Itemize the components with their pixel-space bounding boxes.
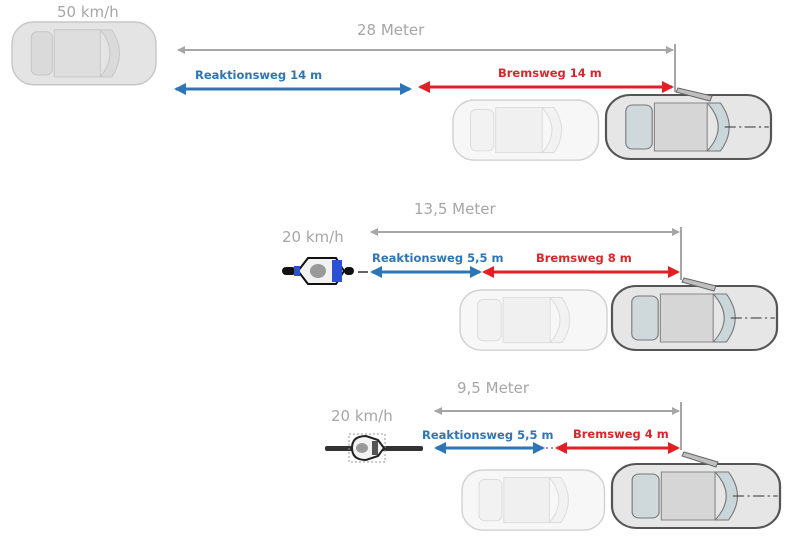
parked-car-icon-1 — [604, 93, 773, 161]
reaction-label-2: Reaktionsweg 5,5 m — [372, 251, 504, 265]
braking-label-1: Bremsweg 14 m — [498, 66, 602, 80]
total-distance-label-1: 28 Meter — [357, 21, 425, 39]
reaction-label-1: Reaktionsweg 14 m — [195, 68, 323, 82]
total-distance-label-2: 13,5 Meter — [414, 200, 496, 218]
open-door-icon-2 — [681, 277, 717, 292]
open-door-icon-3 — [681, 451, 719, 468]
stopped-car-ghost-icon-1 — [452, 99, 600, 161]
stopped-car-ghost-icon-3 — [461, 469, 606, 531]
stopped-car-ghost-icon-2 — [459, 289, 608, 351]
bicycle-icon — [325, 433, 423, 463]
speed-label-2: 20 km/h — [282, 228, 344, 246]
total-distance-label-3: 9,5 Meter — [457, 379, 530, 397]
braking-label-3: Bremsweg 4 m — [573, 427, 669, 441]
parked-car-icon-2 — [610, 284, 779, 352]
braking-label-2: Bremsweg 8 m — [536, 251, 632, 265]
speed-label-3: 20 km/h — [331, 407, 393, 425]
approaching-car-icon — [11, 21, 157, 86]
reaction-label-3: Reaktionsweg 5,5 m — [422, 428, 554, 442]
open-door-icon-1 — [675, 87, 713, 102]
speed-label-1: 50 km/h — [57, 3, 119, 21]
motorcycle-icon — [282, 257, 354, 285]
parked-car-icon-3 — [610, 462, 782, 530]
